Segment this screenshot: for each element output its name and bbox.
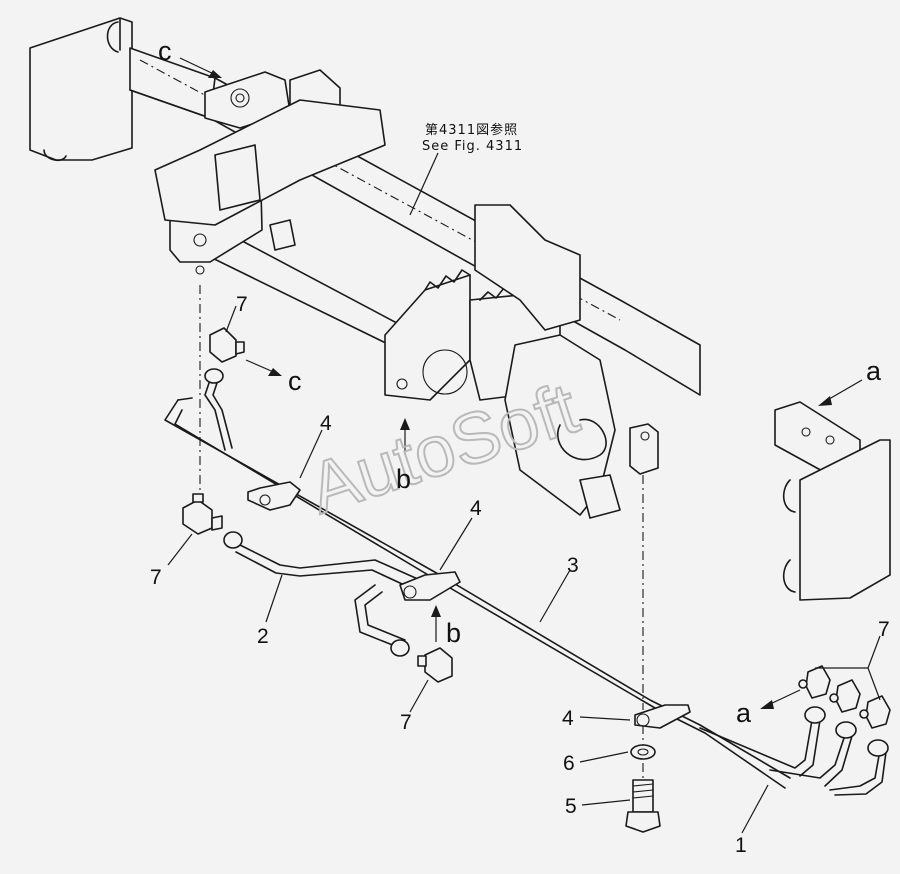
callout-part-4-middle: 4 <box>470 497 482 520</box>
callout-part-1: 1 <box>735 834 747 857</box>
view-marker-a-bottom: a <box>736 698 752 728</box>
elbow-7-left <box>182 499 213 535</box>
reference-note-japanese: 第4311図参照 <box>425 122 518 138</box>
frame-assembly <box>29 17 891 601</box>
view-marker-c-top: c <box>158 36 172 66</box>
view-marker-c-right: c <box>288 366 302 396</box>
callout-part-7-left: 7 <box>150 566 162 589</box>
washer-6 <box>630 744 656 760</box>
clamp-block-right <box>629 423 659 475</box>
callout-part-2: 2 <box>257 625 269 648</box>
leader-lines <box>167 152 881 834</box>
bolt-5-head <box>625 811 661 833</box>
elbow-7-top <box>209 327 237 363</box>
elbow-7-right-2 <box>835 679 861 713</box>
callout-part-4-upper: 4 <box>320 412 332 435</box>
pipes <box>164 368 889 796</box>
callout-part-5: 5 <box>565 795 577 818</box>
callout-part-7-top: 7 <box>236 293 248 316</box>
callout-part-6: 6 <box>563 752 575 775</box>
bolt-and-washer <box>625 744 661 833</box>
view-arrows <box>179 57 863 709</box>
pipe-2-nut <box>223 531 243 549</box>
view-marker-b-left: b <box>396 464 411 494</box>
callout-part-3: 3 <box>567 554 579 577</box>
callout-part-7-right: 7 <box>878 618 890 641</box>
callout-part-4-lower: 4 <box>562 707 574 730</box>
view-marker-b-right: b <box>446 618 461 648</box>
elbow-7-right-3 <box>865 695 891 729</box>
elbow-7-bottom <box>424 647 453 683</box>
view-marker-a-top: a <box>866 356 882 386</box>
elbow-7-right-1 <box>805 665 831 699</box>
reference-note-english: See Fig. 4311 <box>422 139 523 154</box>
watermark-text: AutoSoft <box>300 368 587 529</box>
elbow-fittings <box>182 327 891 729</box>
clamps <box>247 481 691 729</box>
callout-part-7-bottom: 7 <box>400 711 412 734</box>
